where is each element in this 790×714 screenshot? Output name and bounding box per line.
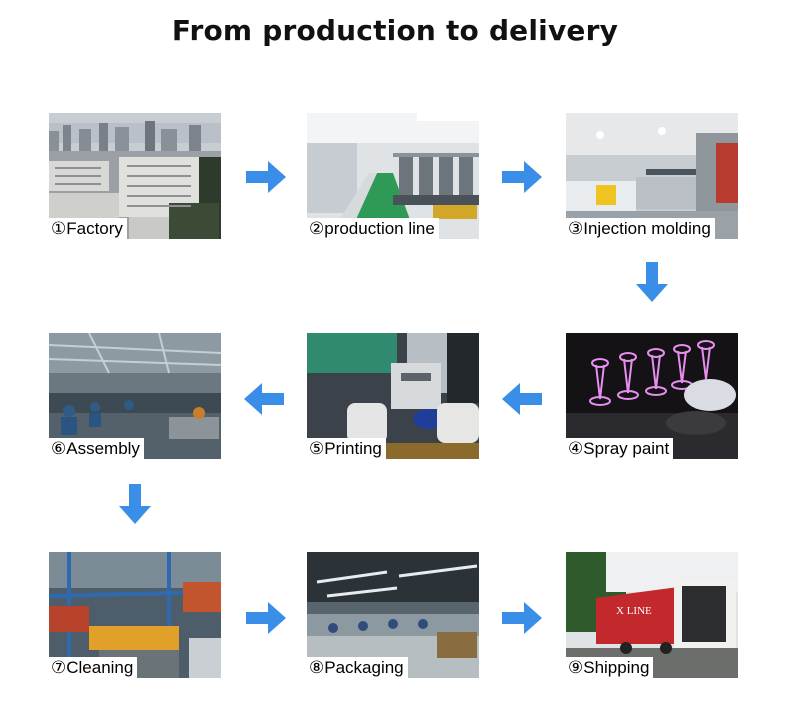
printing-photo [307,333,479,459]
step-injection-molding: ③Injection molding [566,113,738,239]
step-spray-paint: ④Spray paint [566,333,738,459]
arrow-right-icon [500,596,544,640]
step-assembly: ⑥Assembly [49,333,221,459]
assembly-photo [49,333,221,459]
step-label: ⑦Cleaning [49,657,138,678]
step-factory: ①Factory [49,113,221,239]
step-shipping: X LINE ⑨Shipping [566,552,738,678]
shipping-photo: X LINE [566,552,738,678]
arrow-right-icon [500,155,544,199]
step-label: ②production line [307,218,439,239]
step-label: ⑨Shipping [566,657,654,678]
arrow-down-icon [113,482,157,526]
step-packaging: ⑧Packaging [307,552,479,678]
container-text: X LINE [616,605,652,617]
step-label: ①Factory [49,218,127,239]
step-label: ④Spray paint [566,438,674,459]
step-label: ⑤Printing [307,438,386,459]
arrow-left-icon [500,377,544,421]
arrow-down-icon [630,260,674,304]
arrow-left-icon [242,377,286,421]
step-production-line: ②production line [307,113,479,239]
step-label: ⑧Packaging [307,657,408,678]
arrow-right-icon [244,155,288,199]
step-label: ③Injection molding [566,218,715,239]
step-cleaning: ⑦Cleaning [49,552,221,678]
step-printing: ⑤Printing [307,333,479,459]
page-title: From production to delivery [171,14,619,47]
step-label: ⑥Assembly [49,438,144,459]
arrow-right-icon [244,596,288,640]
